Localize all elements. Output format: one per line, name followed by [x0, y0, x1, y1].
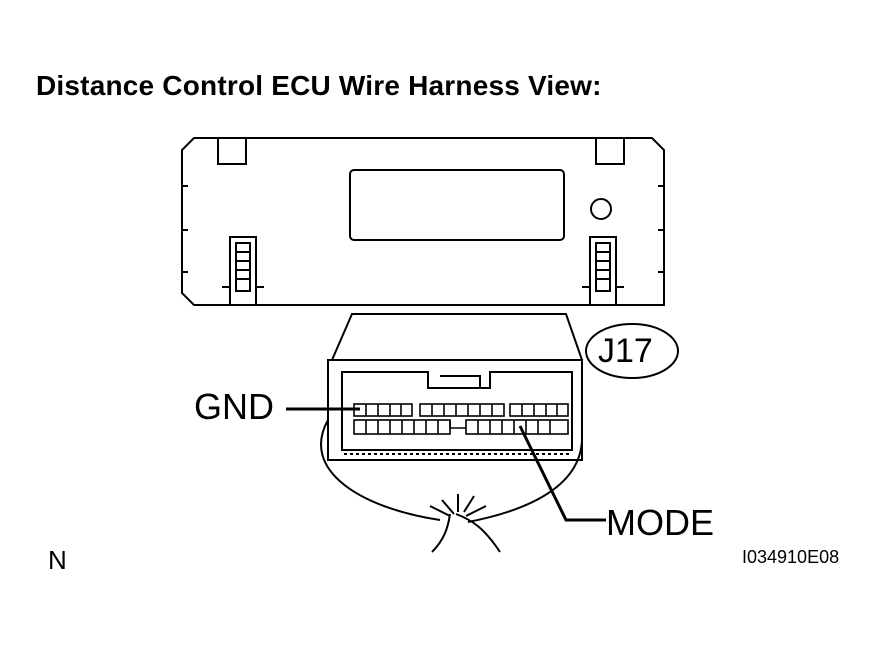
figure-id: I034910E08: [742, 547, 840, 567]
latch-right: [582, 236, 624, 305]
gnd-label: GND: [194, 386, 274, 427]
ecu-window: [349, 169, 565, 241]
diagram-title: Distance Control ECU Wire Harness View:: [36, 70, 602, 101]
pin-cavities: [353, 403, 569, 435]
screw-hole: [590, 198, 612, 220]
connector-id-label: J17: [598, 332, 653, 370]
mode-label: MODE: [606, 502, 714, 543]
corner-letter: N: [48, 545, 67, 575]
latch-left: [222, 236, 264, 305]
ecu-body: [181, 137, 665, 306]
connector-id-oval: [585, 323, 679, 379]
connector-housing: [327, 313, 583, 461]
wire-harness: [320, 419, 583, 553]
mode-leader-line: [518, 425, 606, 522]
